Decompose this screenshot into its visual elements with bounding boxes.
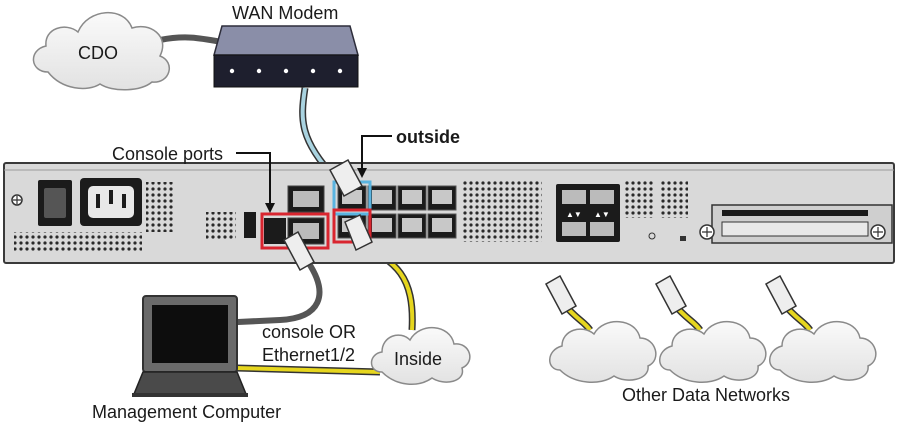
- console-connector: [282, 230, 316, 272]
- svg-text:▲▼: ▲▼: [566, 210, 582, 219]
- svg-text:▲▼: ▲▼: [594, 210, 610, 219]
- cdo-modem-cable: [157, 34, 225, 45]
- data-connector-2: [654, 274, 688, 316]
- console-arrow: [236, 152, 271, 205]
- wan-modem-label: WAN Modem: [232, 3, 339, 23]
- outside-connector: [328, 158, 364, 198]
- ethernet-label: Ethernet1/2: [262, 345, 356, 365]
- firewall-chassis: ▲▼ ▲▼: [3, 162, 895, 264]
- inside-label: Inside: [394, 349, 443, 369]
- console-ports-label: Console ports: [112, 144, 224, 164]
- data-network-cloud-1: [549, 320, 657, 383]
- data-connector-1: [544, 274, 578, 316]
- outside-arrow: [361, 135, 392, 170]
- data-network-cloud-3: [769, 320, 877, 383]
- cdo-label: CDO: [78, 43, 118, 63]
- console-or-label: console OR: [262, 322, 357, 342]
- wan-modem: [213, 25, 359, 88]
- management-computer-label: Management Computer: [92, 402, 282, 422]
- inside-cloud: [370, 326, 471, 385]
- inside-connector: [344, 213, 373, 252]
- management-computer: [132, 295, 248, 397]
- console-cable: [235, 259, 323, 325]
- data-connector-3: [764, 274, 798, 316]
- inside-port-highlight: [332, 208, 372, 244]
- data-network-cloud-2: [659, 320, 767, 383]
- other-data-networks-label: Other Data Networks: [622, 385, 791, 405]
- outside-label: outside: [396, 127, 461, 147]
- cdo-cloud: [32, 12, 170, 91]
